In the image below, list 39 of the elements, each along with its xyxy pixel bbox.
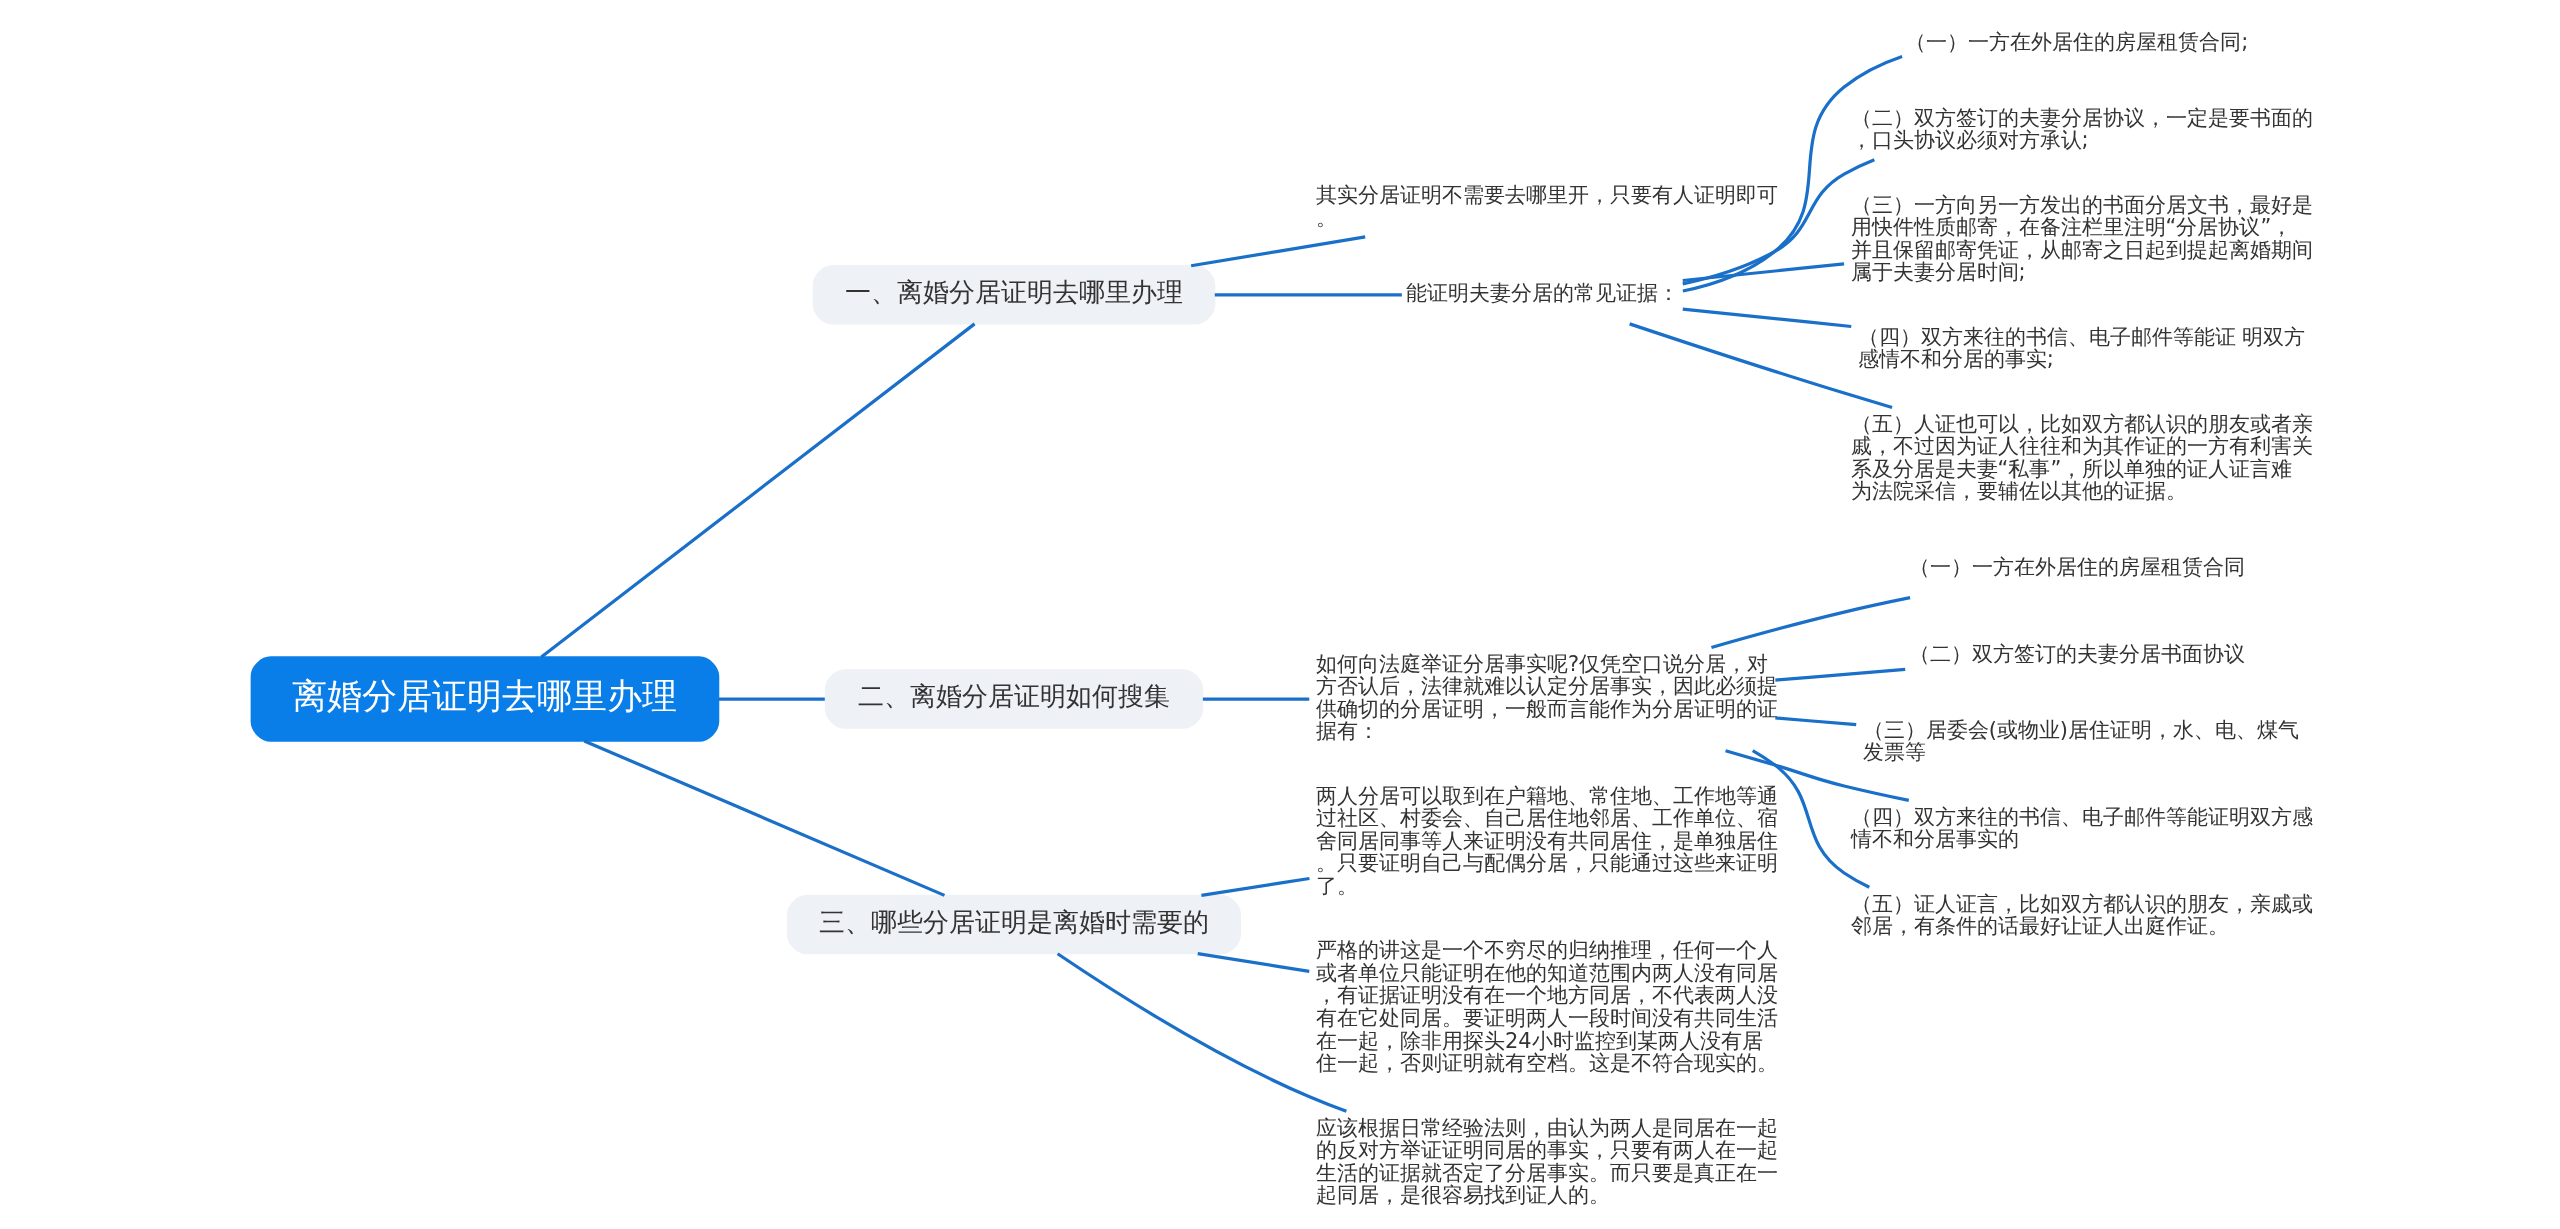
node-text: （四）双方来往的书信、电子邮件等能证 明双方感情不和分居的事实; (1857, 324, 2305, 372)
node-text: （二）双方签订的夫妻分居协议，一定是要书面的，口头协议必须对方承认; (1850, 105, 2313, 153)
node-text: 其实分居证明不需要去哪里开，只要有人证明即可。 (1315, 183, 1778, 230)
connector (1682, 307, 1851, 329)
connector (1682, 262, 1844, 283)
connector (1190, 235, 1365, 268)
node-box: 离婚分居证明去哪里办理 (250, 656, 719, 742)
node-text: （三）一方向另一方发出的书面分居文书，最好是用快件性质邮寄，在备注栏里注明“分居协议”，并且保留邮寄凭证，从邮寄之日起到提起离婚期间属于夫妻分居时间; (1850, 192, 2313, 285)
node-text: 应该根据日常经验法则，由认为两人是同居在一起的反对方举证证明同居的事实，只要有两人在一起生活的证据就否定了分居事实。而只要是真正在一起同居，是很容易找到证人的。 (1315, 1115, 1778, 1208)
node-box: 二、离婚分居证明如何搜集 (824, 669, 1203, 729)
connector (1682, 54, 1903, 293)
node-box: 三、哪些分居证明是离婚时需要的 (786, 894, 1241, 955)
node-text: （一）一方在外居住的房屋租赁合同; (1904, 30, 2248, 55)
node-text: 如何向法庭举证分居事实呢?仅凭空口说分居，对方否认后，法律就难以认定分居事实，因此必须提供确切的分居证明，一般而言能作为分居证明的证据有： (1315, 651, 1778, 744)
connector (1774, 716, 1856, 727)
connector (1724, 749, 1909, 802)
node-text: 严格的讲这是一个不穷尽的归纳推理，任何一个人或者单位只能证明在他的知道范围内两人没有同居，有证据证明没有在一个地方同居，不代表两人没有在它处同居。要证明两人一段时间没有共同生活在一起，除非用探头24小时监控到某两人没有居住一起，否则证明就有空档。这是不符合现实的。 (1315, 938, 1778, 1076)
connector (1628, 322, 1893, 409)
connector (1751, 749, 1870, 889)
node-text: （三）居委会(或物业)居住证明，水、电、煤气发票等 (1862, 717, 2299, 765)
connector (1774, 667, 1905, 682)
connector (1710, 596, 1910, 649)
connector (539, 322, 976, 659)
node-text: （四）双方来往的书信、电子邮件等能证明双方感情不和分居事实的 (1850, 804, 2313, 852)
connector (1214, 293, 1402, 297)
node-text: （五）人证也可以，比如双方都认识的朋友或者亲戚，不过因为证人往往和为其作证的一方有利害关系及分居是夫妻“私事”，所以单独的证人证言难为法院采信，要辅佐以其他的证据。 (1850, 411, 2313, 504)
node-text: （一）一方在外居住的房屋租赁合同 (1908, 555, 2245, 580)
node-box: 一、离婚分居证明去哪里办理 (812, 265, 1215, 325)
connector (1196, 951, 1310, 973)
node-text: 两人分居可以取到在户籍地、常住地、工作地等通过社区、村委会、自己居住地邻居、工作单位、宿舍同居同事等人来证明没有共同居住，是单独居住。只要证明自己与配偶分居，只能通过这些来证明了。 (1315, 783, 1778, 898)
connector (1681, 158, 1875, 286)
connector (1056, 952, 1347, 1113)
connector (718, 697, 825, 701)
node-text: （五）证人证言，比如双方都认识的朋友，亲戚或邻居，有条件的话最好让证人出庭作证。 (1850, 891, 2313, 939)
connector (1202, 697, 1309, 701)
connector (583, 739, 945, 897)
connector (1200, 876, 1310, 898)
node-text: 能证明夫妻分居的常见证据： (1405, 281, 1679, 306)
node-text: （二）双方签订的夫妻分居书面协议 (1908, 642, 2245, 667)
